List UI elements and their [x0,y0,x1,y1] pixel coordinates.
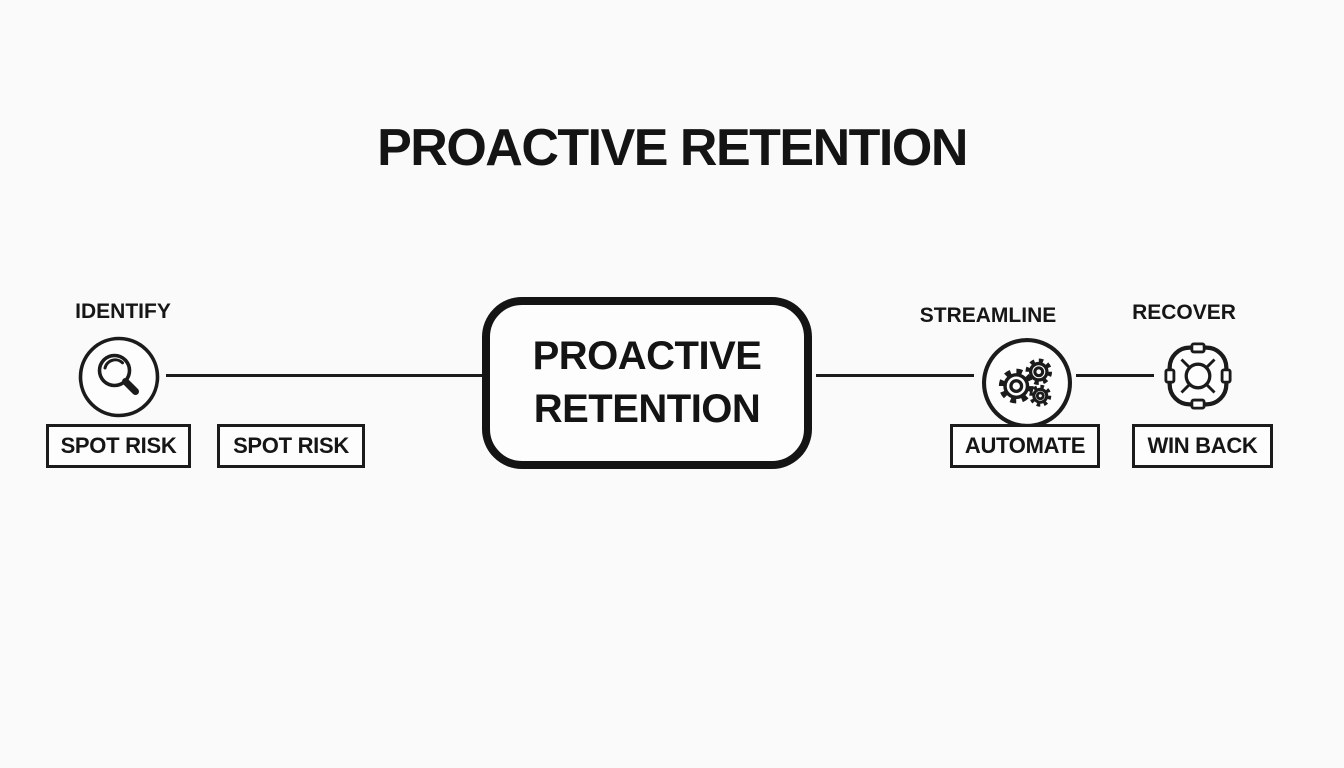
recover-label: RECOVER [1132,301,1236,324]
connector-streamline-to-recover [1076,374,1154,377]
connector-center-to-streamline [816,374,974,377]
center-node-line1: PROACTIVE [532,334,762,378]
streamline-label: STREAMLINE [919,304,1057,327]
spot-risk-tag-duplicate: SPOT RISK [217,424,365,468]
spot-risk-tag: SPOT RISK [46,424,191,468]
magnifier-icon [78,336,160,418]
center-node: PROACTIVE RETENTION [482,297,812,469]
lifebuoy-icon [1164,342,1232,410]
gears-icon [982,338,1072,428]
identify-label: IDENTIFY [75,300,171,323]
connector-identify-to-center [166,374,482,377]
page-title: PROACTIVE RETENTION [377,119,968,177]
automate-tag: AUTOMATE [950,424,1100,468]
center-node-line2: RETENTION [533,387,761,431]
win-back-tag: WIN BACK [1132,424,1273,468]
